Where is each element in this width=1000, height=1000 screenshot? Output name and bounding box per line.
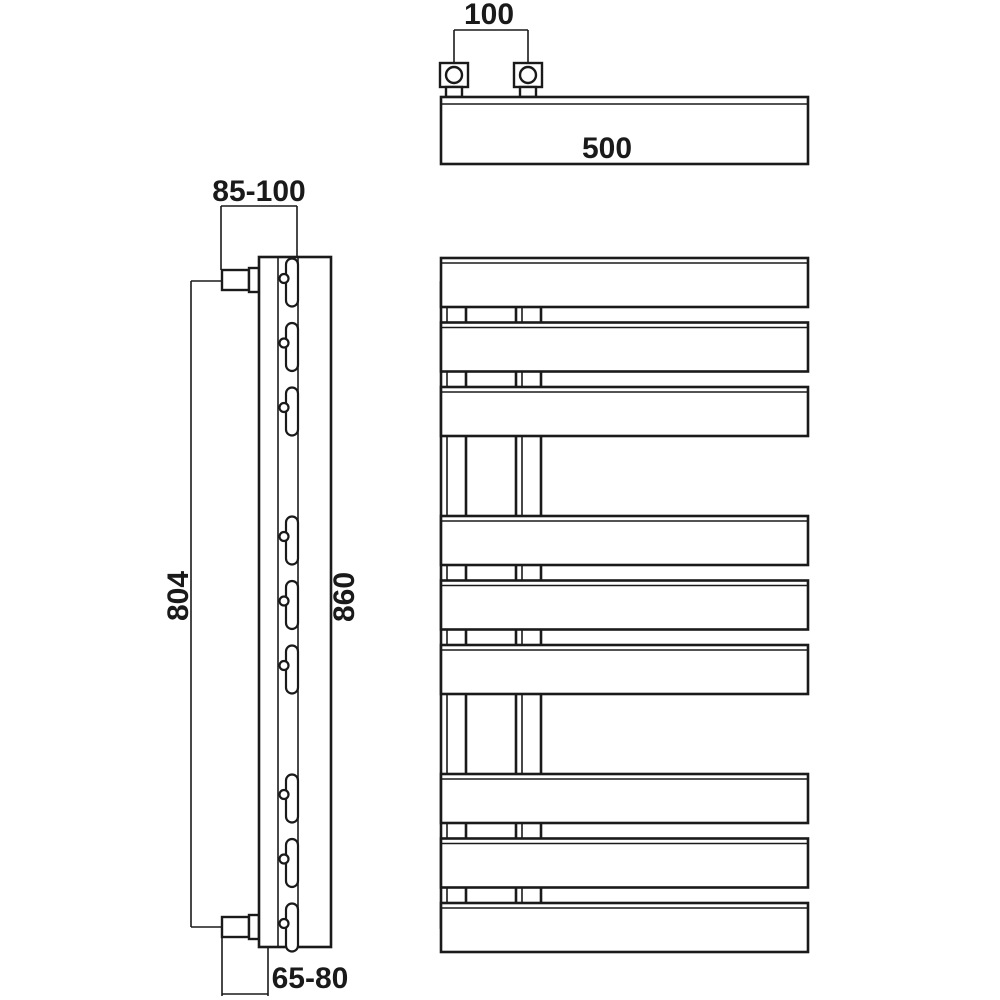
horizontal-bar-7	[439, 772, 810, 825]
bracket-screw-3	[278, 401, 290, 414]
horizontal-bar-4	[439, 514, 810, 567]
side-valve-top	[220, 266, 261, 294]
bracket-screw-2	[278, 337, 290, 349]
horizontal-bar-6	[439, 643, 810, 696]
bracket-screw-9	[278, 917, 290, 930]
bracket-screw-1	[278, 272, 290, 285]
bracket-screw-6	[278, 659, 290, 672]
pipe-centres-dimension: 804	[162, 280, 222, 928]
valve-spacing-label: 100	[464, 0, 514, 31]
wall-clearance-label: 85-100	[212, 175, 305, 208]
horizontal-bars	[439, 256, 810, 954]
horizontal-bar-3	[439, 385, 810, 438]
top-valve-left	[438, 61, 470, 99]
top-view-body	[439, 95, 810, 166]
front-view	[439, 256, 810, 954]
bracket-screw-4	[278, 530, 290, 543]
bottom-projection-label: 65-80	[272, 962, 349, 995]
bracket-screw-8	[278, 853, 290, 865]
valve-spacing-dimension: 100	[453, 0, 529, 62]
horizontal-bar-8	[439, 837, 810, 889]
side-view: 85-100 804 860	[162, 175, 361, 996]
top-view: 100 500	[438, 0, 810, 166]
bottom-projection-dimension: 65-80	[221, 937, 349, 996]
side-valve-bottom	[220, 913, 261, 941]
width-label: 500	[582, 132, 632, 165]
height-label: 860	[328, 572, 361, 622]
top-valve-right	[512, 61, 544, 99]
horizontal-bar-1	[439, 256, 810, 309]
mounting-brackets	[278, 257, 300, 953]
horizontal-bar-9	[439, 901, 810, 954]
wall-clearance-dimension: 85-100	[212, 175, 306, 270]
horizontal-bar-2	[439, 321, 810, 373]
pipe-centres-label: 804	[162, 571, 195, 621]
horizontal-bar-5	[439, 579, 810, 631]
bracket-screw-7	[278, 788, 290, 801]
bracket-screw-5	[278, 595, 290, 607]
